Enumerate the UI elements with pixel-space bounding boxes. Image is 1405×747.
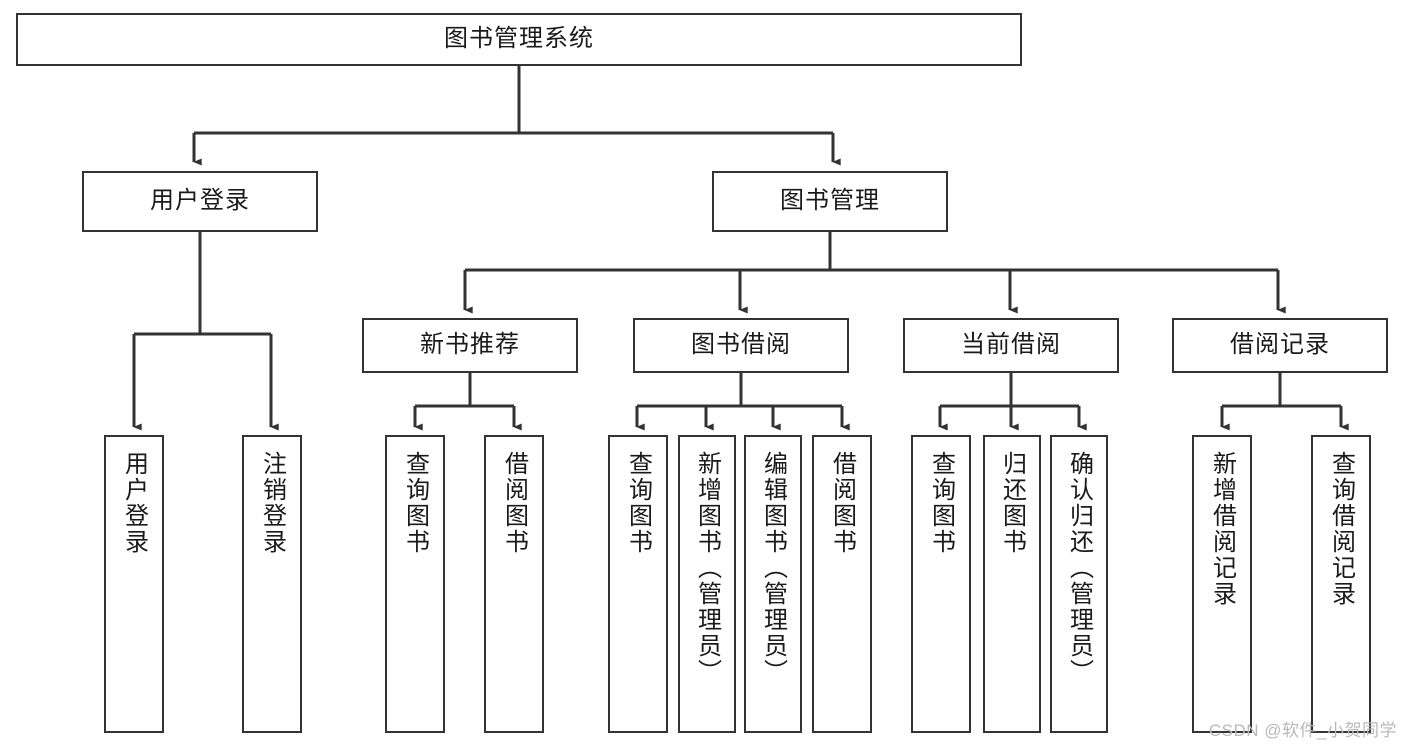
node-current-borrow[interactable]: 当前借阅 [903, 318, 1119, 373]
node-root[interactable]: 图书管理系统 [16, 13, 1022, 66]
leaf-query-book[interactable]: 查询图书 [608, 435, 668, 733]
node-root-label: 图书管理系统 [444, 25, 594, 53]
leaf-query-borrow-record[interactable]: 查询借阅记录 [1311, 435, 1371, 733]
leaf-label: 查询图书 [624, 451, 652, 555]
node-user-login[interactable]: 用户登录 [82, 171, 318, 232]
leaf-query-book-recommend[interactable]: 查询图书 [385, 435, 445, 733]
leaf-label: 查询借阅记录 [1327, 451, 1355, 607]
leaf-label: 借阅图书 [828, 451, 856, 555]
node-book-borrow[interactable]: 图书借阅 [633, 318, 849, 373]
leaf-label: 新增图书（管理员） [693, 451, 721, 685]
node-borrow-record-label: 借阅记录 [1230, 331, 1330, 359]
leaf-return-book[interactable]: 归还图书 [983, 435, 1041, 733]
leaf-label: 编辑图书（管理员） [759, 451, 787, 685]
leaf-logout[interactable]: 注销登录 [242, 435, 302, 733]
leaf-label: 归还图书 [998, 451, 1026, 555]
leaf-label: 查询图书 [401, 451, 429, 555]
node-user-login-label: 用户登录 [150, 187, 250, 215]
node-book-borrow-label: 图书借阅 [691, 331, 791, 359]
watermark: CSDN @软件_小贺同学 [1208, 721, 1397, 740]
node-new-book-recommend-label: 新书推荐 [420, 331, 520, 359]
leaf-label: 借阅图书 [500, 451, 528, 555]
node-borrow-record[interactable]: 借阅记录 [1172, 318, 1388, 373]
leaf-label: 注销登录 [258, 451, 286, 555]
leaf-add-book-admin[interactable]: 新增图书（管理员） [678, 435, 736, 733]
node-book-management-label: 图书管理 [780, 187, 880, 215]
leaf-borrow-book[interactable]: 借阅图书 [812, 435, 872, 733]
leaf-user-login[interactable]: 用户登录 [104, 435, 164, 733]
node-current-borrow-label: 当前借阅 [961, 331, 1061, 359]
leaf-edit-book-admin[interactable]: 编辑图书（管理员） [744, 435, 802, 733]
leaf-label: 查询图书 [927, 451, 955, 555]
leaf-add-borrow-record[interactable]: 新增借阅记录 [1192, 435, 1252, 733]
node-new-book-recommend[interactable]: 新书推荐 [362, 318, 578, 373]
leaf-label: 确认归还（管理员） [1065, 451, 1093, 685]
leaf-query-book-current[interactable]: 查询图书 [911, 435, 971, 733]
leaf-label: 新增借阅记录 [1208, 451, 1236, 607]
node-book-management[interactable]: 图书管理 [712, 171, 948, 232]
leaf-label: 用户登录 [120, 451, 148, 555]
leaf-borrow-book-recommend[interactable]: 借阅图书 [484, 435, 544, 733]
leaf-confirm-return-admin[interactable]: 确认归还（管理员） [1050, 435, 1108, 733]
